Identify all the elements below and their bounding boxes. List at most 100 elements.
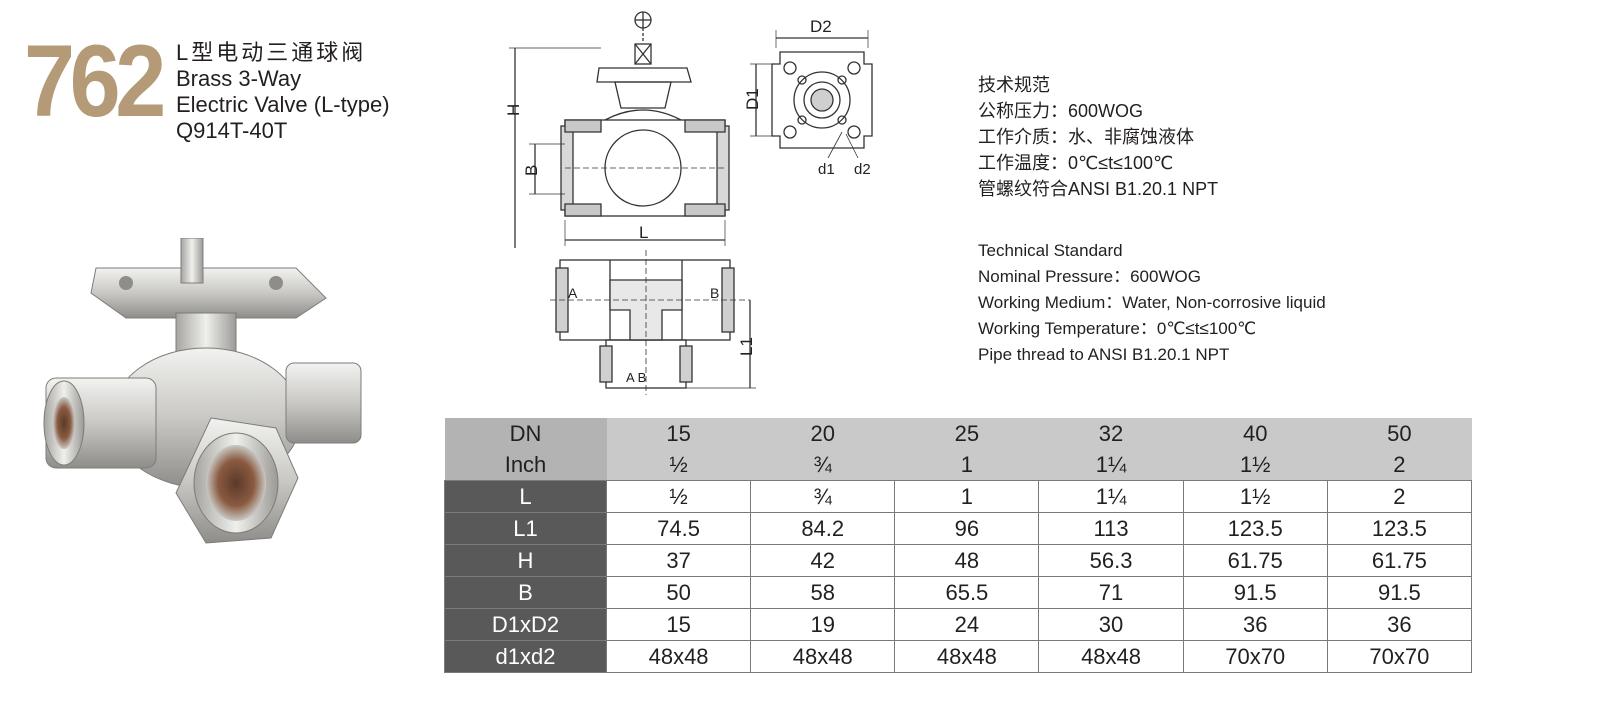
spec-english: Technical Standard Nominal Pressure：600W… [978, 238, 1326, 368]
dim-label-d1: D1 [743, 88, 762, 110]
dim-label-d2: D2 [810, 17, 832, 36]
table-cell: 1½ [1182, 480, 1328, 513]
side-section-drawing: H B L [504, 8, 755, 253]
table-cell: ¾ [750, 449, 895, 481]
table-cell: 32 [1038, 418, 1184, 449]
table-cell: 84.2 [750, 512, 896, 545]
table-cell: 24 [894, 608, 1040, 641]
spec-cn-pressure: 公称压力：600WOG [978, 101, 1144, 121]
model-number: 762 [24, 24, 166, 138]
table-cell: 36 [1326, 608, 1473, 641]
spec-cn-heading: 技术规范 [978, 75, 1050, 95]
spec-cn-thread: 管螺纹符合ANSI B1.20.1 NPT [978, 179, 1219, 199]
spec-en-medium: Working Medium：Water, Non-corrosive liqu… [978, 293, 1326, 312]
port-label-b: B [710, 285, 719, 301]
spec-en-temperature: Working Temperature：0℃≤t≤100℃ [978, 319, 1257, 338]
table-cell: 91.5 [1182, 576, 1328, 609]
table-cell: 48x48 [1038, 640, 1184, 673]
table-cell: 58 [750, 576, 896, 609]
table-cell: ½ [606, 449, 751, 481]
table-cell: ½ [605, 480, 752, 513]
table-row-label: H [444, 544, 607, 577]
dim-label-d2-small: d2 [854, 161, 871, 178]
table-cell: 1 [894, 449, 1039, 481]
table-cell: 96 [894, 512, 1040, 545]
spec-en-thread: Pipe thread to ANSI B1.20.1 NPT [978, 345, 1230, 364]
title-english-line-2: Electric Valve (L-type) [176, 92, 390, 117]
table-cell: 123.5 [1326, 512, 1473, 545]
table-cell: 48x48 [605, 640, 752, 673]
port-label-ab: A B [626, 370, 646, 385]
title-english-line-1: Brass 3-Way [176, 66, 302, 91]
table-row-label: Inch [444, 449, 607, 481]
table-cell: 48 [894, 544, 1040, 577]
table-row-label: L [444, 480, 607, 513]
table-row-label: L1 [444, 512, 607, 545]
table-row-label: d1xd2 [444, 640, 607, 673]
flange-view-drawing: D2 D1 d1 d2 [740, 8, 900, 183]
table-cell: 20 [750, 418, 895, 449]
table-cell: 2 [1326, 480, 1473, 513]
table-cell: 30 [1038, 608, 1184, 641]
table-cell: 91.5 [1326, 576, 1473, 609]
dim-label-b: B [522, 165, 541, 176]
port-label-a: A [568, 285, 578, 301]
spec-en-pressure: Nominal Pressure：600WOG [978, 267, 1201, 286]
table-cell: 1¼ [1038, 449, 1184, 481]
table-cell: 65.5 [894, 576, 1040, 609]
dim-label-l: L [639, 223, 648, 242]
spec-cn-temperature: 工作温度：0℃≤t≤100℃ [978, 153, 1174, 173]
table-cell: 1½ [1183, 449, 1328, 481]
table-cell: 40 [1183, 418, 1328, 449]
spec-cn-medium: 工作介质：水、非腐蚀液体 [978, 127, 1194, 147]
table-cell: 48x48 [894, 640, 1040, 673]
model-code: Q914T-40T [176, 118, 288, 143]
table-cell: 2 [1327, 449, 1472, 481]
table-cell: 36 [1182, 608, 1328, 641]
spec-en-heading: Technical Standard [978, 241, 1123, 260]
table-cell: 42 [750, 544, 896, 577]
product-photo [36, 237, 386, 558]
spec-chinese: 技术规范 公称压力：600WOG 工作介质：水、非腐蚀液体 工作温度：0℃≤t≤… [978, 72, 1218, 202]
table-cell: 61.75 [1182, 544, 1328, 577]
table-row-label: B [444, 576, 607, 609]
table-cell: 113 [1038, 512, 1184, 545]
table-cell: 25 [894, 418, 1039, 449]
table-cell: 1 [894, 480, 1040, 513]
table-row-label: D1xD2 [444, 608, 607, 641]
table-cell: 50 [605, 576, 752, 609]
table-row-label: DN [444, 418, 607, 449]
table-cell: ¾ [750, 480, 896, 513]
table-cell: 15 [606, 418, 751, 449]
title-chinese: L型电动三通球阀 [176, 40, 367, 65]
table-cell: 61.75 [1326, 544, 1473, 577]
table-cell: 1¼ [1038, 480, 1184, 513]
table-cell: 56.3 [1038, 544, 1184, 577]
table-cell: 70x70 [1326, 640, 1473, 673]
table-cell: 50 [1327, 418, 1472, 449]
table-cell: 74.5 [605, 512, 752, 545]
table-cell: 71 [1038, 576, 1184, 609]
dim-label-h: H [505, 104, 523, 116]
dim-label-l1: L1 [737, 337, 756, 356]
ball-valve-image [43, 237, 362, 544]
table-cell: 123.5 [1182, 512, 1328, 545]
table-cell: 37 [605, 544, 752, 577]
table-cell: 19 [750, 608, 896, 641]
title-block: L型电动三通球阀 Brass 3-Way Electric Valve (L-t… [176, 40, 390, 144]
table-cell: 15 [605, 608, 752, 641]
l-port-section-drawing: A B A B L1 [550, 250, 780, 405]
table-cell: 70x70 [1182, 640, 1328, 673]
dim-label-d1-small: d1 [818, 161, 835, 178]
table-cell: 48x48 [750, 640, 896, 673]
